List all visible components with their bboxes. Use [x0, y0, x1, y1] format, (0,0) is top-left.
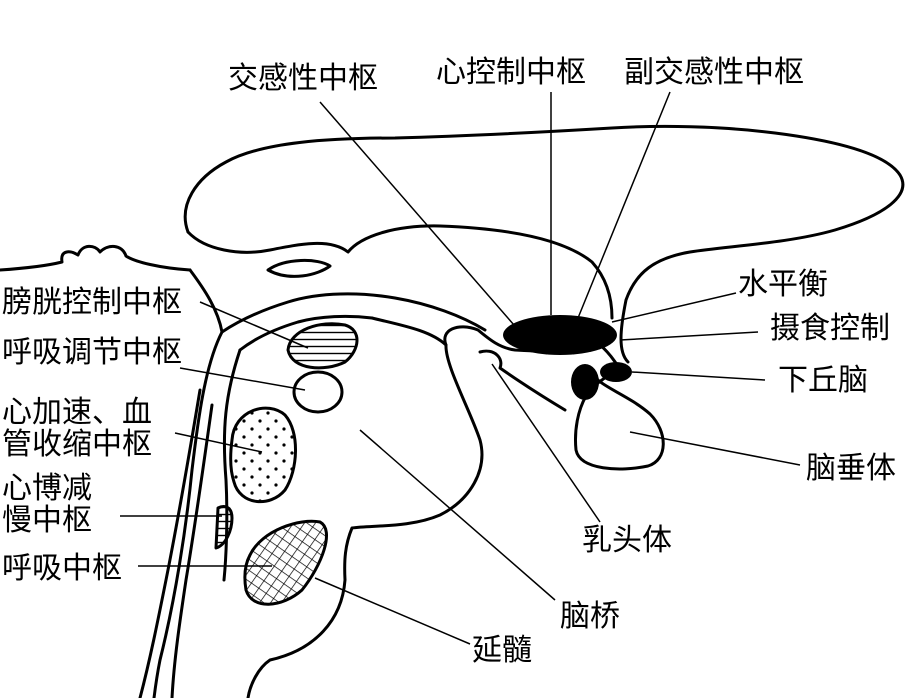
label-pituitary: 脑垂体: [806, 451, 896, 486]
leader-pituitary: [629, 431, 801, 466]
label-sympathetic-center: 交感性中枢: [228, 61, 378, 96]
cardio-decel-region: [214, 505, 234, 550]
aqueduct-curve: [220, 292, 487, 334]
corpus-callosum-inner: [186, 224, 614, 320]
label-mammillary-body: 乳头体: [582, 523, 672, 558]
bladder-control-region: [286, 322, 359, 370]
leader-parasympathetic: [577, 91, 671, 319]
leader-respiratory-regulation: [179, 367, 306, 391]
pons-outline: [246, 316, 484, 698]
label-cardio-decel-line2: 慢中枢: [2, 503, 92, 538]
label-cardio-accel-line1: 心加速、血: [2, 395, 152, 430]
label-respiratory-center: 呼吸中枢: [2, 551, 122, 586]
cardio-accel-region: [229, 406, 297, 504]
mammillary-curve: [478, 349, 567, 412]
label-cardio-accel-line2: 管收缩中枢: [2, 427, 152, 462]
leader-medulla: [314, 577, 471, 645]
label-bladder-control-center: 膀胱控制中枢: [2, 285, 182, 320]
cerebrum-outline: [183, 124, 905, 364]
fornix-loop: [266, 258, 332, 278]
cortex-edge: [0, 244, 192, 272]
respiratory-center-region: [243, 519, 329, 606]
hypothalamus-nucleus: [571, 364, 599, 400]
leader-pons: [359, 429, 556, 601]
label-hypothalamus: 下丘脑: [778, 363, 868, 398]
leader-bladder: [199, 301, 309, 349]
label-cardio-decel-line1: 心博减: [2, 471, 92, 506]
medulla-front-line: [222, 348, 242, 582]
label-parasympathetic-center: 副交感性中枢: [624, 55, 804, 90]
respiratory-regulation-region: [292, 370, 344, 414]
leader-hypothalamus: [631, 371, 766, 381]
brainstem-outer-contour: [152, 268, 224, 698]
leader-cardio-accel: [174, 432, 263, 453]
spinal-cord-outer-line: [138, 388, 202, 698]
leader-feeding-control: [619, 331, 759, 341]
hypothalamic-center-nucleus: [503, 315, 617, 355]
aqueduct-inner: [238, 314, 374, 352]
feeding-nucleus: [600, 362, 632, 382]
label-cardiac-control-center: 心控制中枢: [436, 55, 586, 90]
leader-water-balance: [611, 292, 737, 323]
label-feeding-control: 摄食控制: [770, 311, 890, 346]
leader-sympathetic: [319, 101, 515, 326]
label-medulla: 延髓: [472, 633, 532, 668]
leader-mammillary: [491, 363, 601, 523]
label-water-balance: 水平衡: [738, 267, 828, 302]
label-pons: 脑桥: [560, 599, 620, 634]
spinal-cord-inner-line: [170, 403, 214, 698]
label-respiratory-regulation-center: 呼吸调节中枢: [2, 335, 182, 370]
